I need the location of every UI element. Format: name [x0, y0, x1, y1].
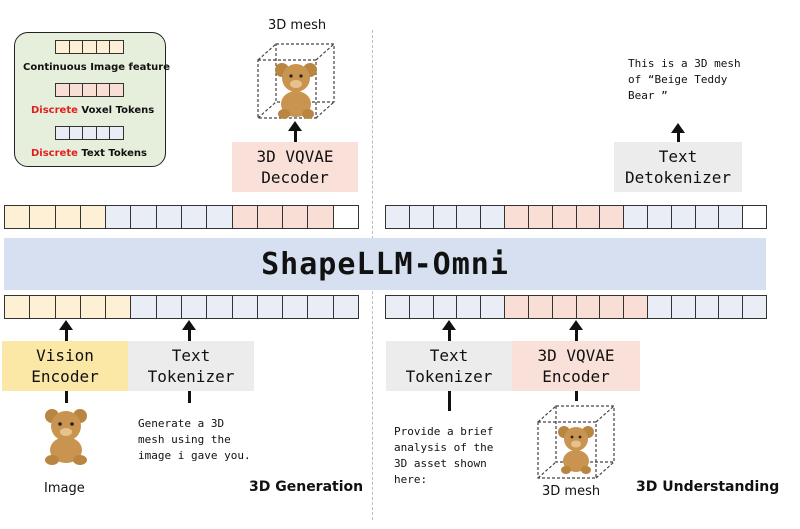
gen-text-tokenizer-box: Text Tokenizer [128, 341, 254, 391]
arrow-up-icon [288, 121, 302, 131]
image-label: Image [44, 481, 85, 496]
gen-prompt-text: Generate a 3D mesh using the image i gav… [138, 417, 251, 462]
understanding-caption: 3D Understanding [636, 479, 780, 495]
input-image-teddy-icon [45, 409, 87, 465]
arrow-up-icon [442, 320, 456, 330]
arrow-up-icon [569, 320, 583, 330]
teddy-bear-icon [275, 63, 317, 119]
gen-mesh-label: 3D mesh [268, 18, 327, 33]
gen-output-token-strip [4, 205, 360, 229]
text-detokenizer-box: Text Detokenizer [614, 142, 742, 192]
vqvae-encoder-box: 3D VQVAE Encoder [512, 341, 640, 391]
arrow-up-icon [59, 320, 73, 330]
legend-text-label: Discrete Text Tokens [31, 148, 147, 159]
und-input-token-strip [385, 295, 768, 319]
legend-text-tokens [55, 126, 124, 140]
legend-image-label: Continuous Image feature [23, 62, 171, 73]
legend: Continuous Image feature Discrete Voxel … [14, 32, 170, 167]
gen-mesh-cube-icon [257, 43, 335, 119]
legend-voxel-label: Discrete Voxel Tokens [31, 105, 155, 116]
vqvae-decoder-box: 3D VQVAE Decoder [232, 142, 358, 192]
arrow-up-icon [182, 320, 196, 330]
legend-image-tokens [55, 40, 124, 54]
generation-caption: 3D Generation [249, 479, 364, 495]
und-text-tokenizer-box: Text Tokenizer [386, 341, 512, 391]
model-title-banner: ShapeLLM-Omni [4, 238, 766, 290]
arrow-up-icon [671, 123, 685, 133]
und-output-token-strip [385, 205, 768, 229]
legend-voxel-tokens [55, 83, 124, 97]
understanding-output-text: This is a 3D mesh of “Beige Teddy Bear ” [628, 57, 741, 102]
und-mesh-label: 3D mesh [542, 484, 601, 499]
vision-encoder-box: Vision Encoder [2, 341, 128, 391]
und-prompt-text: Provide a brief analysis of the 3D asset… [394, 425, 494, 486]
gen-input-token-strip [4, 295, 360, 319]
teddy-bear-icon [558, 426, 594, 474]
und-mesh-cube-icon [537, 405, 615, 479]
